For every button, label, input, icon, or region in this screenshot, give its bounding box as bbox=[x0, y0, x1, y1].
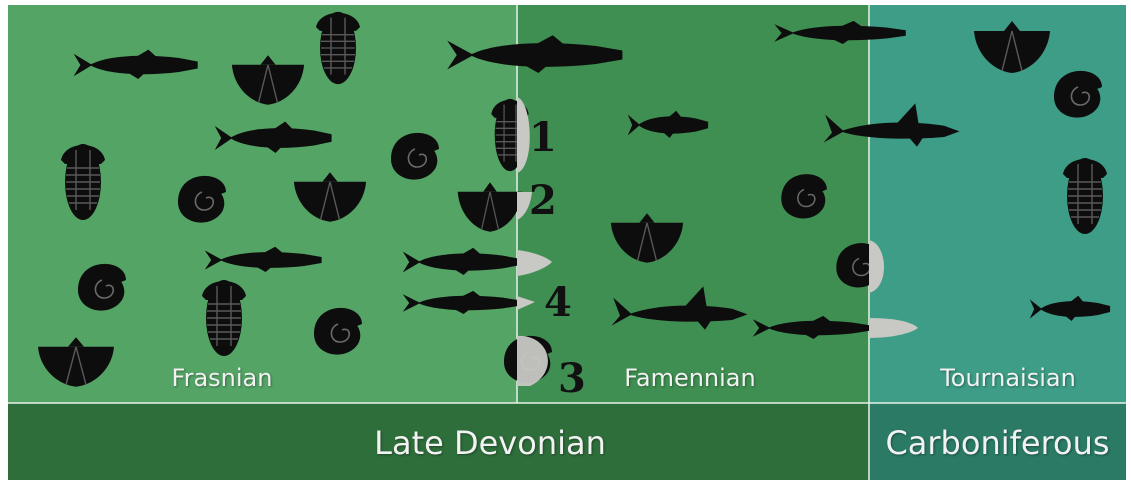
marker-2: 2 bbox=[529, 181, 557, 221]
marker-3: 3 bbox=[558, 359, 586, 399]
stage-label-famennian: Famennian bbox=[600, 360, 780, 396]
period-label-late-devonian: Late Devonian bbox=[300, 418, 680, 468]
period-label-carboniferous: Carboniferous bbox=[869, 418, 1126, 468]
stage-label-tournaisian: Tournaisian bbox=[918, 360, 1098, 396]
stage-label-frasnian: Frasnian bbox=[132, 360, 312, 396]
marker-1: 1 bbox=[529, 118, 557, 158]
marker-4: 4 bbox=[544, 283, 572, 323]
